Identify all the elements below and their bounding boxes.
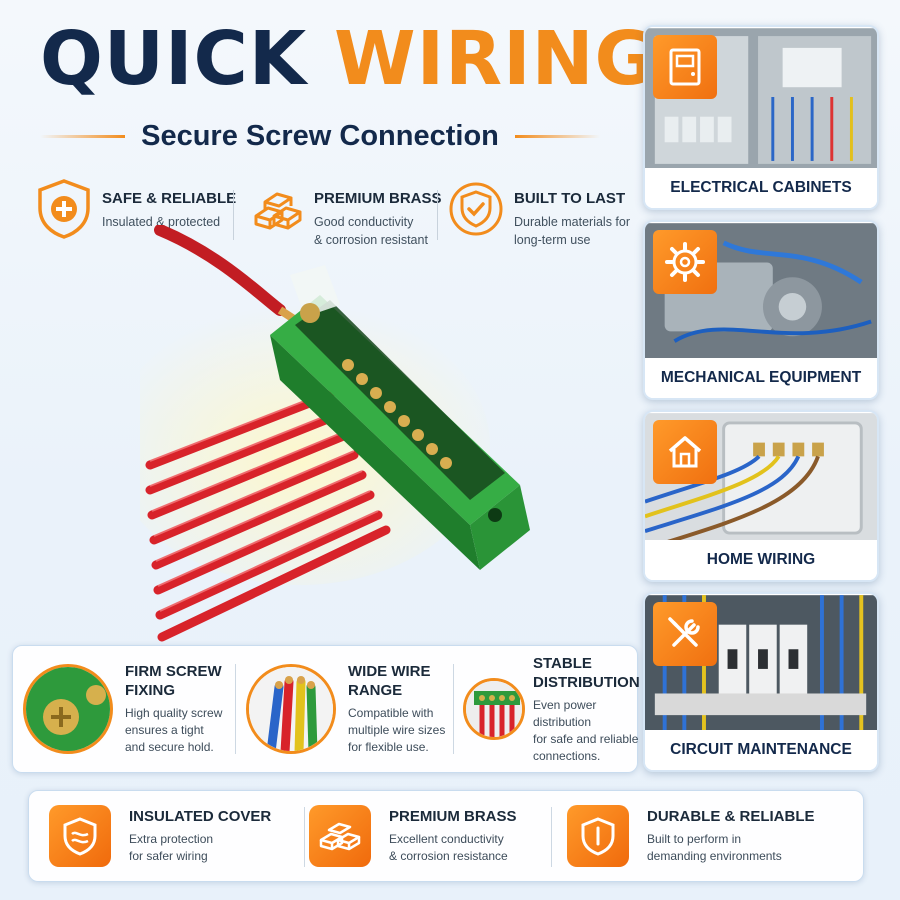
feature-title: FIRM SCREW FIXING <box>125 662 222 700</box>
brass-bars-icon <box>309 805 371 867</box>
feature-durable-reliable: DURABLE & RELIABLE Built to perform in de… <box>567 791 815 881</box>
feature-desc-line-3: and secure hold. <box>125 740 214 754</box>
block-end <box>470 485 530 570</box>
feature-title-line-1: WIDE WIRE <box>348 663 431 680</box>
feature-title: DURABLE & RELIABLE <box>647 808 815 825</box>
feature-desc-line-2: for safer wiring <box>129 849 208 863</box>
app-label: MECHANICAL EQUIPMENT <box>645 358 877 398</box>
title-part-2: WIRING <box>333 16 657 102</box>
tools-icon <box>653 602 717 666</box>
feature-desc-line-2: multiple wire sizes <box>348 723 446 737</box>
top-feature-title: SAFE & RELIABLE <box>102 190 237 207</box>
feature-desc: Even power distribution for safe and reli… <box>533 697 640 765</box>
feature-desc-line-3: for flexible use. <box>348 740 429 754</box>
subtitle-rule-right <box>514 135 600 138</box>
shield-plus-icon <box>38 179 90 239</box>
shield-wave-icon <box>49 805 111 867</box>
shield-icon <box>567 805 629 867</box>
shield-check-icon <box>449 182 503 236</box>
bottom-features-panel: INSULATED COVER Extra protection for safe… <box>28 790 864 882</box>
clear-cover <box>295 300 505 500</box>
brass-screws <box>342 359 452 469</box>
feature-insulated-cover: INSULATED COVER Extra protection for safe… <box>49 791 271 881</box>
feature-desc-line-1: Excellent conductivity <box>389 832 504 846</box>
top-feature-desc-line-1: Durable materials for <box>514 215 631 229</box>
app-label: ELECTRICAL CABINETS <box>645 168 877 208</box>
feature-title-line-2: FIXING <box>125 682 176 699</box>
feature-desc-line-1: Built to perform in <box>647 832 742 846</box>
feature-desc-line-1: High quality screw <box>125 706 223 720</box>
mount-hole <box>488 508 502 522</box>
feature-desc-line-1: Extra protection <box>129 832 214 846</box>
feature-title: PREMIUM BRASS <box>389 808 517 825</box>
feature-title-line-2: RANGE <box>348 682 403 699</box>
feature-desc: Excellent conductivity & corrosion resist… <box>389 831 517 865</box>
feature-desc-line-2: for safe and reliable <box>533 731 639 746</box>
feature-desc-line-2: & corrosion resistance <box>389 849 508 863</box>
top-feature-title: PREMIUM BRASS <box>314 190 442 207</box>
top-feature-desc: Good conductivity & corrosion resistant <box>314 213 442 249</box>
feature-title-line-1: FIRM SCREW <box>125 663 222 680</box>
feature-desc: High quality screw ensures a tight and sec… <box>125 705 222 756</box>
feature-desc-line-2: ensures a tight <box>125 723 204 737</box>
top-feature-built: BUILT TO LAST Durable materials for long-… <box>448 178 630 249</box>
top-feature-brass: PREMIUM BRASS Good conductivity & corrosi… <box>248 178 442 249</box>
features-panel: FIRM SCREW FIXING High quality screw ensur… <box>12 645 640 773</box>
divider <box>235 664 236 754</box>
top-feature-safe: SAFE & RELIABLE Insulated & protected <box>36 178 236 240</box>
feature-title-line-2: DISTRIBUTION <box>533 673 640 691</box>
divider <box>551 807 552 867</box>
feature-desc-line-2: demanding environments <box>647 849 782 863</box>
top-feature-desc: Durable materials for long-term use <box>514 213 630 249</box>
divider <box>304 807 305 867</box>
top-feature-desc-line-1: Good conductivity <box>314 215 414 229</box>
feature-premium-brass: PREMIUM BRASS Excellent conductivity & co… <box>309 791 517 881</box>
subtitle: Secure Screw Connection <box>141 120 499 152</box>
app-card-home-wiring: HOME WIRING <box>643 410 879 582</box>
feature-title: WIDE WIRE RANGE <box>348 662 445 700</box>
app-card-circuit-maintenance: CIRCUIT MAINTENANCE <box>643 592 879 772</box>
top-feature-desc-line-2: & corrosion resistant <box>314 233 428 247</box>
feature-desc-line-1: Compatible with <box>348 706 434 720</box>
app-label: HOME WIRING <box>645 540 877 580</box>
cabinet-icon <box>653 35 717 99</box>
app-card-mechanical-equipment: MECHANICAL EQUIPMENT <box>643 220 879 400</box>
feature-desc: Built to perform in demanding environment… <box>647 831 815 865</box>
app-label: CIRCUIT MAINTENANCE <box>645 730 877 770</box>
cover-tab <box>290 265 340 317</box>
distribution-thumbnail <box>463 678 525 740</box>
feature-desc: Extra protection for safer wiring <box>129 831 271 865</box>
app-card-electrical-cabinets: ELECTRICAL CABINETS <box>643 25 879 210</box>
title-part-1: QUICK <box>40 16 308 102</box>
top-feature-title: BUILT TO LAST <box>514 190 626 207</box>
divider <box>233 190 234 240</box>
feature-desc: Compatible with multiple wire sizes for fl… <box>348 705 445 756</box>
wires-thumbnail <box>246 664 336 754</box>
subtitle-row: Secure Screw Connection <box>40 120 600 153</box>
top-feature-desc: Insulated & protected <box>102 215 221 229</box>
top-feature-desc-line-2: long-term use <box>514 233 591 247</box>
gear-icon <box>653 230 717 294</box>
page-title: QUICK WIRING <box>40 22 656 96</box>
terminal-block-image <box>140 225 530 642</box>
house-icon <box>653 420 717 484</box>
feature-title: INSULATED COVER <box>129 808 272 825</box>
subtitle-rule-left <box>40 135 126 138</box>
feature-desc-line-3: connections. <box>533 748 601 763</box>
block-side <box>270 335 480 570</box>
divider <box>437 190 438 240</box>
feature-firm-screw: FIRM SCREW FIXING High quality screw ensur… <box>23 646 222 772</box>
feature-title-line-1: STABLE <box>533 654 592 672</box>
output-wires <box>145 390 391 642</box>
input-wire <box>154 225 286 316</box>
divider <box>453 664 454 754</box>
main-screw <box>300 303 320 323</box>
brass-bars-icon <box>254 192 302 230</box>
feature-desc-line-1: Even power distribution <box>533 697 597 729</box>
screw-thumbnail <box>23 664 113 754</box>
feature-wide-wire: WIDE WIRE RANGE Compatible with multiple w… <box>246 646 445 772</box>
